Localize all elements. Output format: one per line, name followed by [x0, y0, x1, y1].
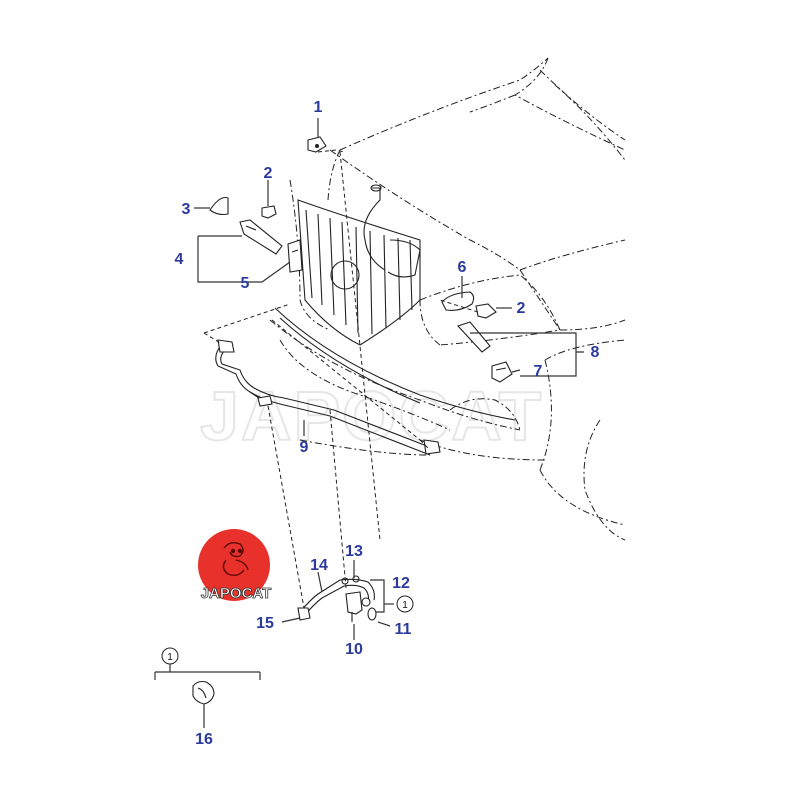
circled-ref-a: 1: [396, 595, 414, 613]
callout-8: 8: [591, 344, 600, 361]
radiator-grille: [274, 199, 516, 421]
japocat-logo: JAPOCAT: [198, 529, 272, 602]
callout-14: 14: [310, 557, 328, 574]
circled-ref-a-label: 1: [402, 600, 408, 611]
part-11-grommet: [367, 607, 377, 621]
callout-2-right: 2: [517, 300, 526, 317]
logo-cat-icon: [222, 541, 249, 577]
leader-lines: [154, 118, 584, 728]
part-15-joint: [297, 607, 311, 621]
callout-4: 4: [175, 251, 184, 268]
part-1-clip: [307, 136, 327, 153]
part-12-clip: [361, 597, 371, 607]
part-6-cap: [441, 291, 475, 311]
logo-red-circle: [198, 529, 270, 601]
part-9-hose: [215, 339, 441, 456]
guide-lines: [203, 149, 479, 609]
part-10-pump: [345, 591, 363, 622]
circled-ref-b: 1: [161, 647, 179, 665]
washer-reservoir: [363, 184, 421, 278]
part-7-bracket: [491, 361, 513, 383]
callout-16: 16: [195, 731, 213, 748]
circled-ref-b-label: 1: [167, 652, 173, 663]
part-8-nozzle-right: [457, 321, 491, 353]
callout-labels: 1 2 3 4 5 6 2 7 8 9 14 13 12 15 11 10 16: [175, 99, 600, 748]
callout-9: 9: [300, 439, 309, 456]
callout-11: 11: [395, 621, 412, 638]
part-5-bracket: [287, 239, 303, 273]
callout-12: 12: [392, 575, 410, 592]
part-4-nozzle-left: [239, 219, 283, 255]
callout-13: 13: [345, 543, 363, 560]
part-2-bracket-right: [475, 303, 497, 319]
callout-2-left: 2: [264, 165, 273, 182]
part-14-hose: [299, 575, 375, 617]
part-3-cover: [209, 196, 229, 216]
part-2-bracket-left: [261, 205, 277, 219]
logo-text: JAPOCAT: [201, 585, 272, 602]
callout-10: 10: [345, 641, 363, 658]
callout-6: 6: [458, 259, 467, 276]
watermark: JAPOCAT: [200, 377, 543, 455]
callout-5: 5: [241, 275, 250, 292]
part-16-clamp: [192, 680, 215, 705]
callout-1: 1: [314, 99, 323, 116]
callout-3: 3: [182, 201, 191, 218]
callout-7: 7: [534, 363, 543, 380]
callout-15: 15: [256, 615, 274, 632]
vehicle-body-outline: [269, 57, 626, 541]
